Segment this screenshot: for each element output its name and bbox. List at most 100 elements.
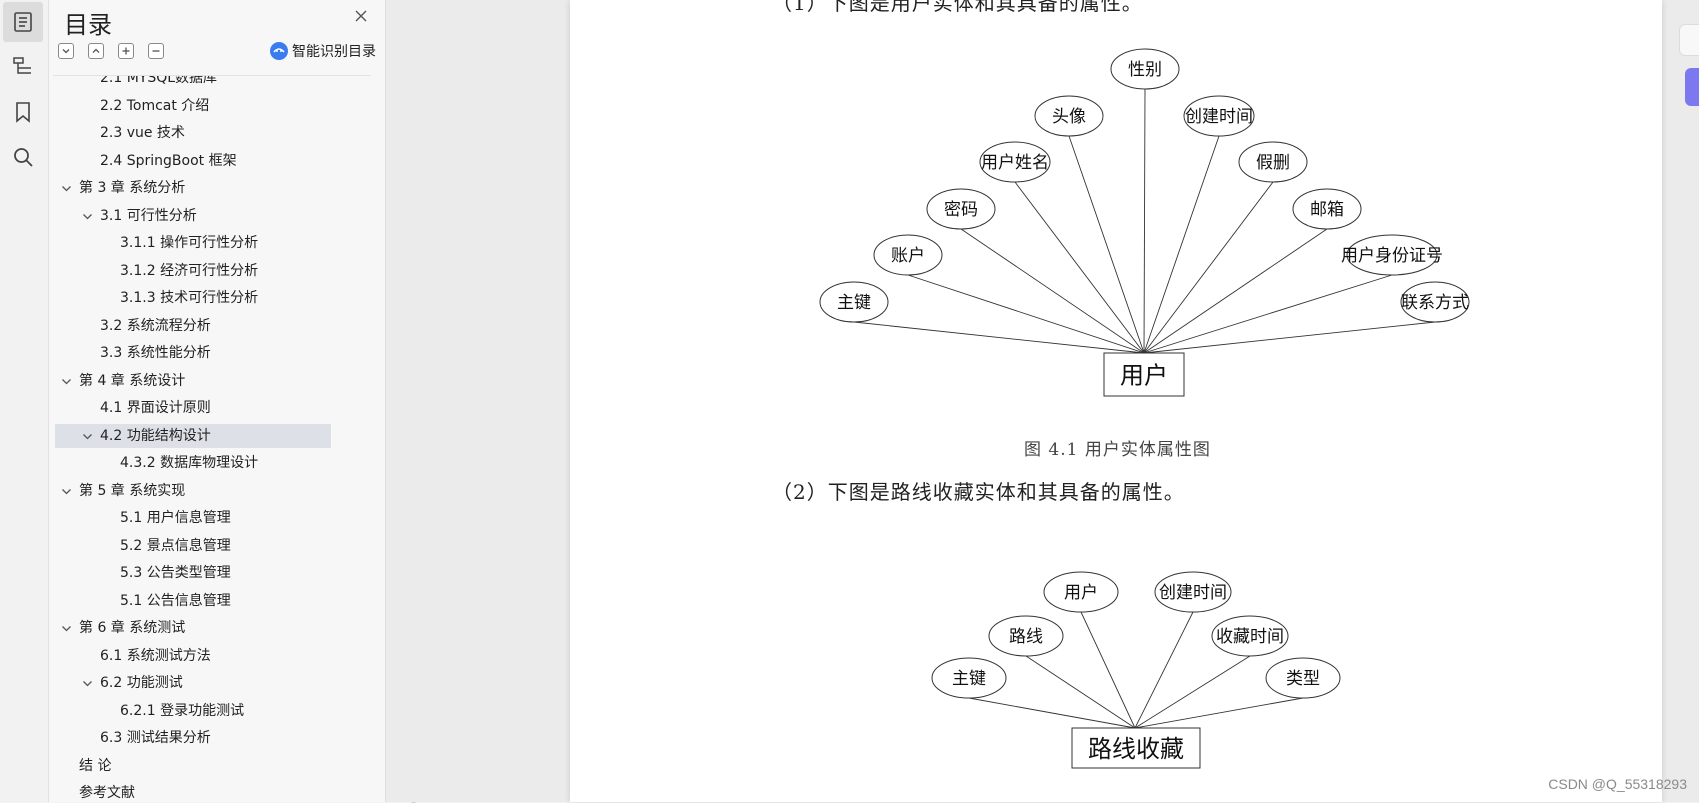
toc-item[interactable]: 5.1 公告信息管理 [55, 589, 331, 613]
toc-item-label: 4.1 界面设计原则 [100, 400, 211, 416]
toc-item[interactable]: 2.3 vue 技术 [55, 121, 331, 145]
chevron-down-icon[interactable] [61, 376, 72, 387]
ai-icon [270, 42, 288, 60]
attribute-label: 用户身份证号 [1341, 246, 1443, 266]
toc-item-label: 第 4 章 系统设计 [79, 372, 186, 389]
entity-box [1071, 727, 1201, 769]
attribute-ellipse [1265, 657, 1341, 699]
toc-item-label: 3.3 系统性能分析 [100, 345, 211, 361]
toc-panel-icon[interactable] [3, 2, 43, 42]
attribute-ellipse [873, 234, 943, 276]
attribute-ellipse [819, 281, 889, 323]
attribute-label: 主键 [837, 293, 871, 313]
collapse-all-icon[interactable] [88, 43, 104, 59]
toc-item-label: 2.2 Tomcat 介绍 [100, 97, 210, 114]
attribute-ellipse [1346, 234, 1438, 276]
paragraph-1: （1）下图是用户实体和其具备的属性。 [772, 0, 1143, 15]
toc-item[interactable]: 第 3 章 系统分析 [55, 176, 331, 200]
toc-item[interactable]: 4.2 功能结构设计 [55, 423, 331, 448]
relation-line [1134, 655, 1251, 729]
toc-item-label: 4.3.2 数据库物理设计 [120, 455, 259, 471]
attribute-label: 头像 [1052, 107, 1086, 127]
toc-item[interactable]: 2.2 Tomcat 介绍 [55, 94, 331, 118]
search-icon[interactable] [3, 137, 43, 177]
relation-line [1143, 135, 1220, 354]
chevron-down-icon[interactable] [82, 431, 93, 442]
toc-item-label: 5.2 景点信息管理 [120, 537, 231, 554]
relation-line [1143, 274, 1393, 354]
entity-label: 路线收藏 [1088, 735, 1184, 763]
document-page: （1）下图是用户实体和其具备的属性。 主键账户密码用户姓名头像性别创建时间假删邮… [570, 0, 1662, 802]
chevron-down-icon[interactable] [82, 678, 93, 689]
paragraph-2: （2）下图是路线收藏实体和其具备的属性。 [772, 480, 1185, 504]
attribute-label: 邮箱 [1310, 200, 1344, 220]
relation-line [1025, 655, 1136, 729]
figure-caption-1: 图 4.1 用户实体属性图 [1024, 440, 1211, 460]
toc-item-label: 第 3 章 系统分析 [79, 180, 186, 196]
attribute-label: 创建时间 [1159, 583, 1227, 603]
toc-item[interactable]: 5.3 公告类型管理 [55, 561, 331, 585]
toc-item-label: 3.2 系统流程分析 [100, 317, 211, 334]
toc-item-label: 3.1.1 操作可行性分析 [120, 235, 259, 251]
toc-item[interactable]: 6.1 系统测试方法 [55, 644, 331, 668]
toc-item[interactable]: 5.1 用户信息管理 [55, 506, 331, 530]
attribute-label: 主键 [952, 669, 986, 689]
toc-item[interactable]: 3.1.1 操作可行性分析 [55, 231, 331, 255]
attribute-ellipse [1238, 141, 1308, 183]
side-assistant-tab[interactable] [1685, 68, 1699, 106]
attribute-ellipse [926, 188, 996, 230]
chevron-down-icon[interactable] [82, 211, 93, 222]
toc-item[interactable]: 4.1 界面设计原则 [55, 396, 331, 420]
attribute-ellipse [1154, 571, 1232, 613]
relation-line [1014, 181, 1145, 354]
attribute-ellipse [1110, 48, 1180, 90]
chevron-down-icon[interactable] [61, 183, 72, 194]
toc-item[interactable]: 参考文献 [55, 781, 331, 803]
toc-panel: 目录 智能识别目录 2.1 MYSQL数据库 2.2 Tomcat 介绍 2.3 v… [49, 0, 417, 803]
close-icon[interactable] [351, 6, 371, 26]
left-icon-rail [0, 0, 49, 802]
toc-item[interactable]: 3.3 系统性能分析 [55, 341, 331, 365]
relation-line [853, 321, 1145, 354]
toc-item[interactable]: 3.1.2 经济可行性分析 [55, 259, 331, 283]
toc-item[interactable]: 6.2 功能测试 [55, 671, 331, 695]
add-entry-icon[interactable] [118, 43, 134, 59]
toc-item[interactable]: 2.1 MYSQL数据库 [55, 75, 331, 90]
chevron-down-icon[interactable] [61, 623, 72, 634]
relation-line [968, 697, 1136, 729]
relation-line [907, 274, 1145, 354]
structure-icon[interactable] [3, 46, 43, 86]
smart-toc-button[interactable]: 智能识别目录 [270, 40, 376, 62]
attribute-label: 联系方式 [1401, 293, 1469, 313]
relation-line [1134, 697, 1304, 729]
toc-item-label: 第 5 章 系统实现 [79, 482, 186, 499]
toc-item[interactable]: 3.2 系统流程分析 [55, 314, 331, 338]
chevron-down-icon[interactable] [61, 486, 72, 497]
toc-item[interactable]: 第 6 章 系统测试 [55, 616, 331, 640]
toc-item[interactable]: 第 4 章 系统设计 [55, 369, 331, 393]
toc-item-label: 5.1 公告信息管理 [120, 592, 231, 609]
toc-item-label: 结 论 [79, 757, 112, 774]
expand-all-icon[interactable] [58, 43, 74, 59]
side-tool-tab[interactable] [1679, 24, 1699, 56]
toc-item[interactable]: 3.1.3 技术可行性分析 [55, 286, 331, 310]
attribute-label: 类型 [1286, 669, 1320, 689]
bookmark-icon[interactable] [3, 92, 43, 132]
relation-line [1143, 321, 1436, 354]
toc-item[interactable]: 3.1 可行性分析 [55, 204, 331, 228]
toc-item-label: 2.1 MYSQL数据库 [100, 75, 218, 86]
toc-item[interactable]: 6.2.1 登录功能测试 [55, 699, 331, 723]
toc-item[interactable]: 6.3 测试结果分析 [55, 726, 331, 750]
toc-item[interactable]: 结 论 [55, 754, 331, 778]
toc-item[interactable]: 第 5 章 系统实现 [55, 479, 331, 503]
attribute-ellipse [1034, 95, 1104, 137]
toc-item[interactable]: 2.4 SpringBoot 框架 [55, 149, 331, 173]
attribute-ellipse [979, 141, 1051, 183]
remove-entry-icon[interactable] [148, 43, 164, 59]
attribute-label: 性别 [1128, 60, 1162, 80]
toc-item[interactable]: 4.3.2 数据库物理设计 [55, 451, 331, 475]
toc-title: 目录 [64, 11, 112, 39]
attribute-label: 路线 [1009, 627, 1043, 647]
watermark: CSDN @Q_55318293 [1548, 776, 1687, 792]
toc-item[interactable]: 5.2 景点信息管理 [55, 534, 331, 558]
